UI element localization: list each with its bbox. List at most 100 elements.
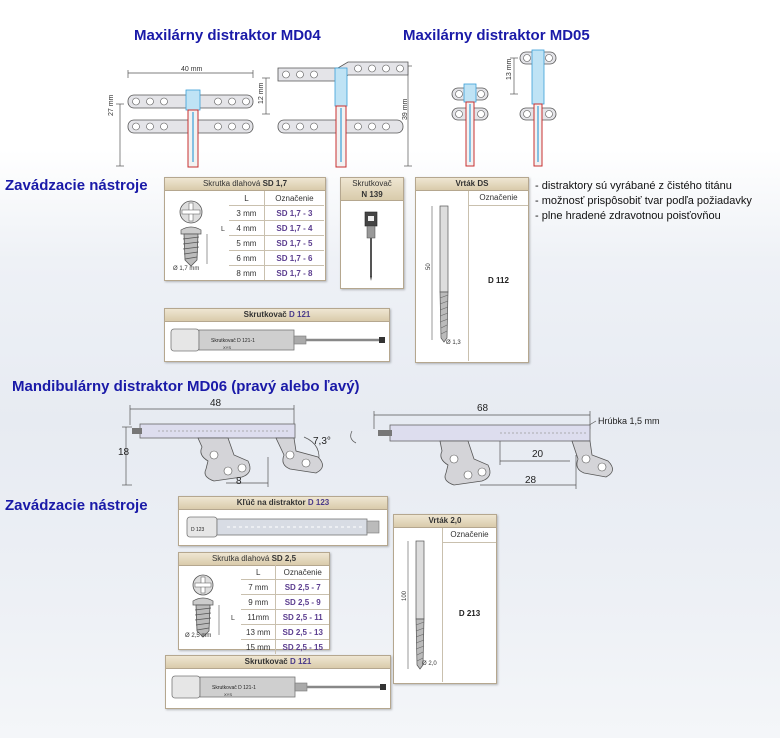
drill-20-code: D 213 bbox=[458, 609, 481, 618]
screwdriver-n139-title: Skrutkovač bbox=[352, 179, 392, 188]
screw-sd17-diameter: Ø 1,7 mm bbox=[173, 266, 200, 272]
key-d123-icon bbox=[186, 516, 380, 538]
md05-gap-label: 13 mm bbox=[506, 58, 513, 80]
key-d123-code: D 123 bbox=[307, 498, 330, 507]
key-d123-header: Kľúč na distraktor D 123 bbox=[179, 497, 387, 510]
screwdriver-d121-title-a: Skrutkovač bbox=[243, 310, 287, 319]
screwdriver-d121-title-b: Skrutkovač bbox=[244, 657, 288, 666]
drill-ds-card: Vrták DS Označenie D 112 50 Ø 1,3 bbox=[415, 177, 529, 363]
screwdriver-d121-card-a: Skrutkovač D 121 Skrutkovač D 121-1 XYS bbox=[164, 308, 390, 362]
screwdriver-n139-card: Skrutkovač N 139 bbox=[340, 177, 404, 289]
md04-title: Maxilárny distraktor MD04 bbox=[134, 27, 321, 44]
row-code: SD 2,5 - 11 bbox=[275, 609, 329, 625]
intro-tools-title-1: Zavádzacie nástroje bbox=[5, 177, 148, 194]
md04-drawing bbox=[116, 61, 412, 168]
row-length: 11mm bbox=[241, 609, 276, 625]
md06-right-drawing bbox=[350, 411, 613, 489]
row-length: 8 mm bbox=[229, 265, 265, 280]
md04-height-label: 27 mm bbox=[108, 94, 115, 116]
screwdriver-n139-icon bbox=[364, 211, 378, 281]
drill-20-header: Vrták 2,0 bbox=[394, 515, 496, 528]
row-length: 13 mm bbox=[241, 624, 276, 640]
md05-title: Maxilárny distraktor MD05 bbox=[403, 27, 590, 44]
drill-ds-title: Vrták DS bbox=[455, 179, 489, 188]
md06-right-length: 68 bbox=[477, 403, 489, 414]
row-code: SD 1,7 - 8 bbox=[263, 265, 324, 280]
row-length: 5 mm bbox=[229, 235, 265, 251]
note-item: - plne hradené zdravotnou poisťovňou bbox=[535, 210, 721, 222]
drill-ds-col-header: Označenie bbox=[469, 191, 528, 206]
screwdriver-n139-header: Skrutkovač N 139 bbox=[341, 178, 403, 201]
row-code: SD 2,5 - 15 bbox=[275, 639, 329, 654]
drill-20-length: 100 bbox=[402, 590, 408, 601]
screwdriver-d121-engraving-sub-a: XYS bbox=[223, 345, 232, 350]
key-d123-title: Kľúč na distraktor bbox=[236, 498, 306, 507]
row-length: 15 mm bbox=[241, 639, 276, 654]
notes-list: - distraktory sú vyrábané z čistého titá… bbox=[535, 179, 752, 224]
row-length: 4 mm bbox=[229, 220, 265, 236]
screw-sd17-icon bbox=[179, 200, 208, 267]
row-code: SD 2,5 - 9 bbox=[275, 594, 329, 610]
screw-sd17-code-title: SD 1,7 bbox=[262, 179, 288, 188]
drill-20-col-header: Označenie bbox=[443, 528, 496, 543]
md06-right-bottom: 28 bbox=[525, 475, 537, 486]
row-length: 9 mm bbox=[241, 594, 276, 610]
col-l-header: L bbox=[244, 193, 249, 203]
screwdriver-d121-header-a: Skrutkovač D 121 bbox=[165, 309, 389, 322]
drill-ds-diameter: Ø 1,3 bbox=[446, 340, 461, 346]
drill-20-title: Vrták 2,0 bbox=[428, 516, 462, 525]
row-code: SD 1,7 - 5 bbox=[263, 235, 324, 251]
row-length: 7 mm bbox=[241, 579, 276, 595]
screw-sd17-l-mark: L bbox=[221, 226, 225, 233]
screw-sd25-code-title: SD 2,5 bbox=[271, 554, 297, 563]
screw-sd17-card: Skrutka dlahová SD 1,7 L Ø 1,7 mm L Ozna… bbox=[164, 177, 326, 281]
drill-20-diameter: Ø 2,0 bbox=[422, 661, 437, 667]
drill-ds-code: D 112 bbox=[488, 276, 509, 285]
key-d123-card: Kľúč na distraktor D 123 D 123 bbox=[178, 496, 388, 546]
md06-thickness: Hrúbka 1,5 mm bbox=[598, 416, 660, 426]
row-code: SD 1,7 - 4 bbox=[263, 220, 324, 236]
screwdriver-d121-engraving-a: Skrutkovač D 121-1 bbox=[211, 338, 255, 344]
screwdriver-d121-icon-a bbox=[170, 328, 385, 352]
screw-sd25-header: Skrutka dlahová SD 2,5 bbox=[179, 553, 329, 566]
screwdriver-n139-code: N 139 bbox=[361, 190, 383, 199]
md06-left-height: 18 bbox=[118, 447, 130, 458]
md06-left-length: 48 bbox=[210, 398, 222, 409]
screw-sd25-card: Skrutka dlahová SD 2,5 L Ø 2,5 mm L Ozna… bbox=[178, 552, 330, 654]
note-item: - distraktory sú vyrábané z čistého titá… bbox=[535, 180, 732, 192]
row-length: 3 mm bbox=[229, 205, 265, 221]
row-length: 6 mm bbox=[229, 250, 265, 266]
drill-20-card: Vrták 2,0 Označenie D 213 100 Ø 2,0 bbox=[393, 514, 497, 684]
md06-left-drawing bbox=[122, 405, 323, 487]
drill-ds-icon bbox=[431, 205, 449, 343]
note-item: - možnosť prispôsobiť tvar podľa požiada… bbox=[535, 195, 752, 207]
drill-ds-length: 50 bbox=[426, 263, 432, 270]
screwdriver-d121-icon-b bbox=[171, 675, 386, 699]
screwdriver-d121-header-b: Skrutkovač D 121 bbox=[166, 656, 390, 669]
col-l-header: L bbox=[256, 567, 261, 577]
screwdriver-d121-code-b: D 121 bbox=[290, 657, 312, 666]
md06-left-bottom: 8 bbox=[236, 476, 242, 487]
screw-sd25-icon bbox=[192, 574, 220, 638]
md05-drawing bbox=[451, 49, 557, 167]
screw-sd17-header: Skrutka dlahová SD 1,7 bbox=[165, 178, 325, 191]
md04-total-label: 39 mm bbox=[402, 98, 409, 120]
row-code: SD 1,7 - 6 bbox=[263, 250, 324, 266]
drill-20-icon bbox=[407, 540, 425, 670]
col-code-header: Označenie bbox=[263, 191, 324, 206]
row-code: SD 2,5 - 13 bbox=[275, 624, 329, 640]
screw-sd25-title: Skrutka dlahová bbox=[211, 554, 270, 563]
screw-sd25-diameter: Ø 2,5 mm bbox=[185, 633, 212, 639]
row-code: SD 1,7 - 3 bbox=[263, 205, 324, 221]
screw-sd17-title: Skrutka dlahová bbox=[202, 179, 261, 188]
screwdriver-d121-engraving-b: Skrutkovač D 121-1 bbox=[212, 685, 256, 691]
